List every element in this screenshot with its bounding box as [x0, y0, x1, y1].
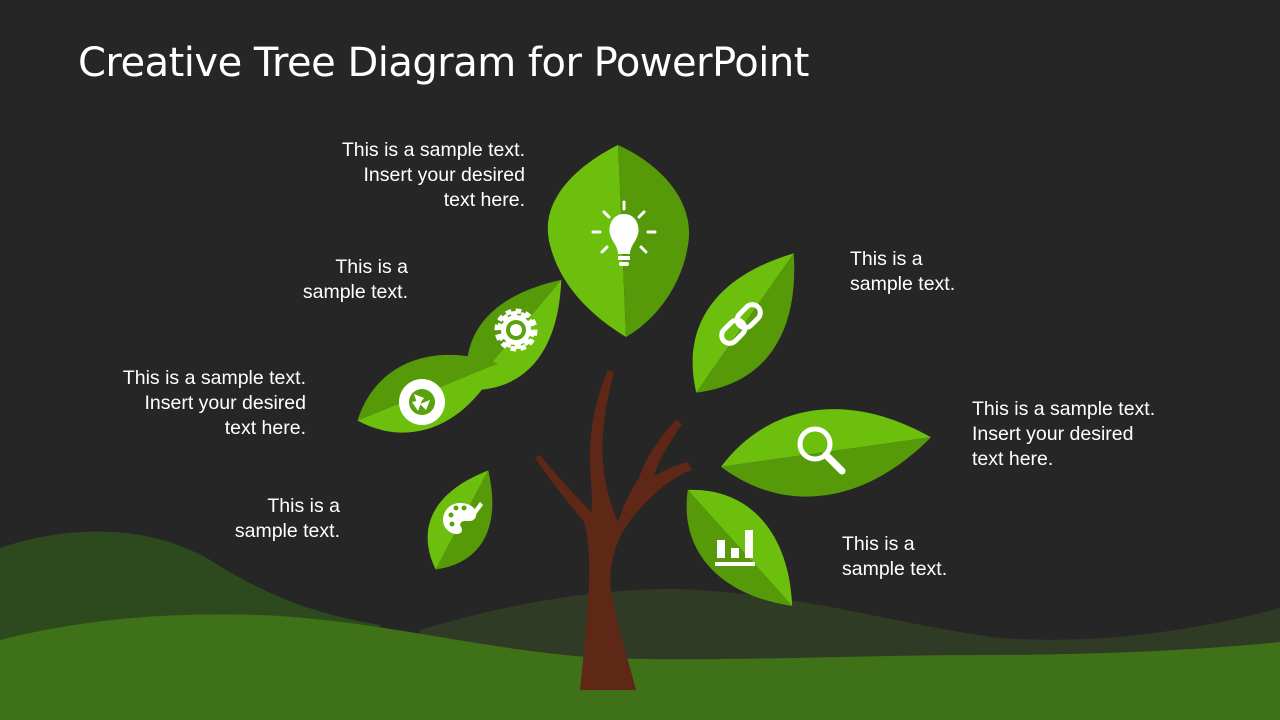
- bar-chart-icon: [715, 530, 755, 566]
- palette-icon: [443, 502, 483, 534]
- tree-trunk: [535, 370, 692, 690]
- slide-title: Creative Tree Diagram for PowerPoint: [78, 40, 809, 86]
- leaf-mid-left-text: This is a sample text. Insert your desir…: [122, 367, 306, 439]
- leaf-top-dark-half: [618, 145, 690, 337]
- leaf-top: [547, 145, 690, 337]
- leaf-low-right-light-half: [687, 490, 793, 606]
- recycle-icon: [399, 379, 445, 425]
- leaf-mid-right-text: This is a sample text. Insert your desir…: [972, 398, 1156, 470]
- gear-icon: [494, 308, 538, 352]
- leaf-low-right-text: This is a sample text.: [842, 533, 948, 580]
- link-icon: [719, 302, 763, 346]
- leaf-upper-right-text: This is a sample text.: [850, 248, 956, 295]
- leaf-top-text: This is a sample text. Insert your desir…: [341, 139, 525, 211]
- leaf-low-left-text: This is a sample text.: [234, 495, 340, 542]
- magnifier-icon: [797, 426, 846, 475]
- front-hill: [0, 614, 1280, 720]
- leaf-low-right-dark-half: [686, 490, 793, 606]
- leaf-mid-right-light-half: [721, 409, 931, 467]
- leaf-top-light-half: [547, 145, 626, 337]
- leaf-mid-right-dark-half: [721, 437, 931, 497]
- leaf-low-right: [686, 490, 793, 606]
- lightbulb-icon: [591, 200, 657, 266]
- leaf-mid-right: [721, 409, 931, 497]
- leaf-upper-left-text: This is a sample text.: [302, 256, 408, 303]
